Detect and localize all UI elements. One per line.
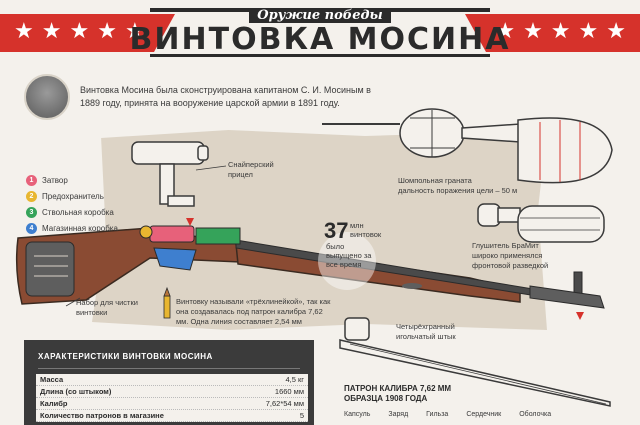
stat-desc: было выпущено за все время (326, 242, 372, 269)
legend-label: Ствольная коробка (42, 207, 114, 217)
silencer-title: Глушитель БраМит (472, 241, 539, 250)
header-subtitle: Оружие победы (0, 8, 640, 23)
spec-key: Масса (40, 375, 64, 384)
legend-dot: 4 (26, 222, 37, 234)
bayonet-label: Четырёхгранный игольчатый штык (396, 322, 456, 341)
spec-value: 1660 мм (274, 387, 304, 396)
silencer-label: Глушитель БраМит широко применялся фронт… (472, 241, 572, 271)
star-icon: ★ (523, 18, 543, 43)
grenade-label: Шомпольная граната дальность поражения ц… (398, 176, 548, 196)
spec-row: Масса 4,5 кг (36, 374, 308, 386)
spec-row: Калибр 7,62*54 мм (36, 398, 308, 410)
cartridge-title-line: ОБРАЗЦА 1908 ГОДА (344, 394, 428, 403)
grenade-title: Шомпольная граната (398, 176, 472, 185)
star-icon: ★ (495, 18, 516, 43)
specs-divider (38, 368, 300, 369)
star-icon: ★ (550, 18, 571, 43)
specs-table: Масса 4,5 кг Длина (со штыком) 1660 мм Кал… (36, 374, 308, 422)
cartridge-part-label: Заряд (388, 411, 409, 418)
specs-panel: ХАРАКТЕРИСТИКИ ВИНТОВКИ МОСИНА Масса 4,5 … (24, 340, 314, 425)
spec-value: 7,62*54 мм (265, 399, 304, 408)
bayonet-drawing (339, 317, 611, 407)
specs-header: ХАРАКТЕРИСТИКИ ВИНТОВКИ МОСИНА (38, 352, 213, 361)
spec-row: Количество патронов в магазине 5 (36, 410, 308, 422)
legend-label: Предохранитель (42, 191, 104, 201)
star-icon: ★ (97, 18, 117, 43)
header-banner: ★ ★ ★ ★ ★ ★ ★ ★ ★ ★ Оружие победы ВИНТОВ… (0, 0, 640, 62)
spec-key: Длина (со штыком) (40, 387, 112, 396)
page-title: ВИНТОВКА МОСИНА (129, 22, 511, 57)
cartridge-part-label: Капсуль (344, 411, 371, 418)
star-icon: ★ (41, 18, 62, 43)
stars-left: ★ ★ ★ ★ ★ (14, 20, 145, 42)
grenade-range: дальность поражения цели – 50 м (398, 186, 518, 195)
rifle-drawing (15, 218, 605, 320)
legend-label: Магазинная коробка (42, 223, 118, 233)
caliber-note: Винтовку называли «трёхлинейкой», так ка… (176, 297, 331, 326)
cleaning-kit-label: Набор для чистки винтовки (76, 298, 138, 317)
spec-key: Калибр (40, 399, 68, 408)
spec-row: Длина (со штыком) 1660 мм (36, 386, 308, 398)
spec-value: 5 (299, 411, 304, 420)
cartridge-part-label: Гильза (426, 411, 449, 418)
silencer-desc: широко применялся фронтовой разведкой (472, 251, 549, 270)
rifle-grenade-drawing (322, 108, 613, 184)
intro-text: Винтовка Мосина была сконструирована кап… (80, 85, 371, 108)
legend-item-bolt: 1 Затвор (26, 172, 118, 188)
portrait-mosin (24, 74, 70, 120)
star-icon: ★ (69, 18, 90, 43)
legend-item-receiver: 3 Ствольная коробка (26, 204, 118, 220)
legend-item-safety: 2 Предохранитель (26, 188, 118, 204)
star-icon: ★ (606, 18, 626, 43)
cartridge-drawing (163, 286, 171, 319)
legend-dot: 2 (26, 190, 37, 202)
parts-legend: 1 Затвор 2 Предохранитель 3 Ствольная ко… (26, 172, 118, 236)
cartridge-title: ПАТРОН КАЛИБРА 7,62 ММ ОБРАЗЦА 1908 ГОДА (344, 384, 451, 404)
silencer-drawing (477, 203, 605, 243)
leader-line (65, 297, 81, 307)
banner-bottom-rule (150, 54, 490, 57)
stat-circle (318, 232, 376, 290)
cartridge-parts: Капсуль Заряд Гильза Сердечник Оболочка (344, 411, 551, 418)
cartridge-part-label: Сердечник (466, 411, 502, 418)
star-icon: ★ (578, 18, 599, 43)
banner-left-band (0, 14, 175, 52)
leader-line (195, 165, 227, 171)
legend-dot: 1 (26, 174, 37, 186)
stars-right: ★ ★ ★ ★ ★ (495, 20, 626, 42)
legend-item-magazine: 4 Магазинная коробка (26, 220, 118, 236)
legend-dot: 3 (26, 206, 37, 218)
stat-unit: млн винтовок (350, 221, 382, 239)
sniper-scope-drawing (131, 141, 209, 207)
cartridge-title-line: ПАТРОН КАЛИБРА 7,62 ММ (344, 384, 452, 393)
star-icon: ★ (124, 18, 145, 43)
stat-number: 37 (324, 218, 349, 243)
banner-right-band (465, 14, 640, 52)
spec-value: 4,5 кг (285, 375, 304, 384)
spec-key: Количество патронов в магазине (40, 411, 164, 420)
legend-label: Затвор (42, 175, 68, 185)
sniper-scope-label: Снайперский прицел (228, 160, 274, 179)
cartridge-part-label: Оболочка (519, 411, 552, 418)
star-icon: ★ (14, 18, 34, 43)
